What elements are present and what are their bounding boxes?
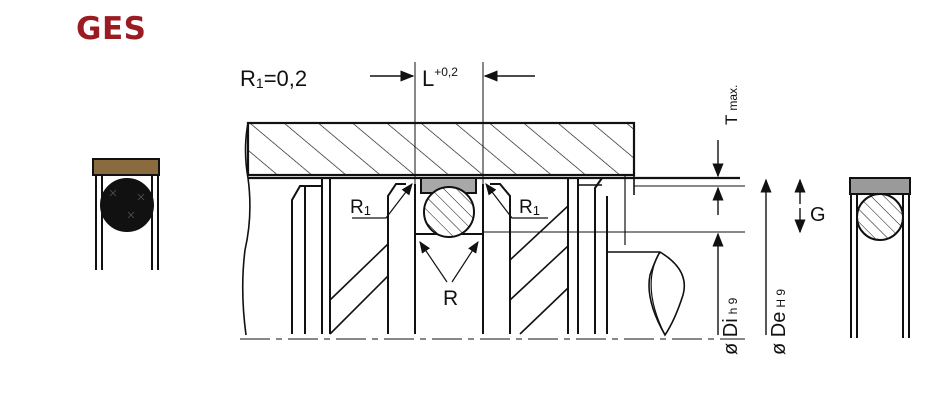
r1-spec-label: R1=0,2 [240,66,307,91]
r1-right-label: R1 [519,197,540,218]
t-max-label: Tmax. [722,85,741,125]
seal-profile-left-icon [92,158,160,270]
housing-cross-section [240,121,745,340]
inner-diameter-label: ø Dih 9 [720,297,742,355]
seal-profile-right-icon [849,177,911,338]
dimension-lines [352,62,806,335]
product-code-title: GES [76,11,147,47]
radius-label: R [443,287,458,310]
length-label: L+0,2 [422,65,458,91]
gap-label: G [810,204,826,226]
r1-left-label: R1 [350,197,371,218]
seal-cap-brown [92,158,160,176]
oring-dark [100,178,154,232]
seal-cap-grey [849,177,911,195]
outer-diameter-label: ø DeH 9 [768,289,790,355]
